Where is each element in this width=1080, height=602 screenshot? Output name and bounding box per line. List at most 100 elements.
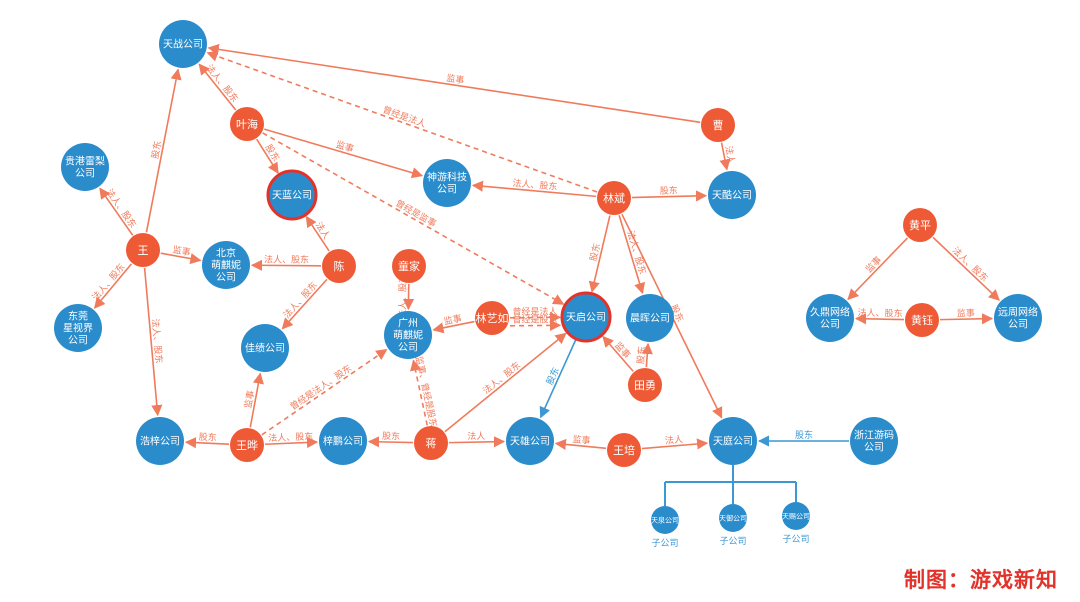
edge-line <box>145 68 182 233</box>
edge-line <box>249 372 264 428</box>
company-circle <box>159 20 207 68</box>
company-circle <box>708 171 756 219</box>
node-label: 晨晖公司 <box>630 313 670 325</box>
edge-label: 股东 <box>587 242 603 262</box>
edge-line <box>206 50 598 193</box>
node-label: 天蓝公司 <box>272 190 312 202</box>
node-label: 佳绩公司 <box>245 342 285 355</box>
edge-label: 法人、股东 <box>512 177 558 193</box>
person-node: 陈 <box>322 249 356 283</box>
node-label: 公司 <box>75 169 95 180</box>
edge-line <box>444 332 567 433</box>
company-circle <box>806 294 854 342</box>
edge-label: 法人、股东 <box>89 261 127 303</box>
edge-label: 法人、股东 <box>950 245 991 285</box>
person-node: 林艺如 <box>475 301 509 335</box>
subsidiary-bracket <box>664 465 797 506</box>
company-circle <box>241 324 289 372</box>
node-label: 天赐公司 <box>782 513 810 521</box>
person-node: 田勇 <box>628 368 662 402</box>
edge-line <box>184 437 230 449</box>
edge-label: 法人 <box>665 433 684 446</box>
edge-label: 监事 <box>242 389 257 409</box>
company-node: 天庭公司 <box>709 417 757 465</box>
edge-line <box>631 190 708 202</box>
edge-label: 股东 <box>795 429 813 441</box>
edge-line <box>432 320 475 334</box>
company-circle <box>782 502 810 530</box>
edge-label: 监事 <box>572 433 591 447</box>
person-circle <box>701 108 735 142</box>
edge-line <box>641 438 709 450</box>
person-circle <box>126 233 160 267</box>
company-circle <box>384 311 432 359</box>
edge-line <box>305 215 330 252</box>
edge-label: 监事 <box>446 72 466 87</box>
edge-label: 监事 <box>335 138 356 155</box>
edge-label: 股东 <box>263 142 283 164</box>
person-circle <box>597 181 631 215</box>
person-node: 王培 <box>607 433 641 467</box>
node-label: 远周网络 <box>998 306 1038 319</box>
edge-line <box>539 339 577 419</box>
edge-line <box>261 349 388 436</box>
edge-line <box>198 63 237 111</box>
subsidiary-tree <box>664 465 797 506</box>
edge-label: 法人、股东 <box>396 274 409 319</box>
node-label: 公司 <box>216 273 236 284</box>
company-circle <box>719 504 747 532</box>
node-label: 黄平 <box>909 218 931 232</box>
node-label: 林艺如 <box>476 311 509 325</box>
edge-label: 曾经是法人 <box>381 103 427 129</box>
edge-label: 法人、股东 <box>103 186 139 230</box>
edge-label: 监事 <box>612 339 633 360</box>
edge-line <box>264 436 319 449</box>
person-node: 叶海 <box>230 107 264 141</box>
person-circle <box>392 249 426 283</box>
person-node: 蒋 <box>414 426 448 460</box>
edge-line <box>281 278 328 330</box>
person-node: 黄平 <box>903 208 937 242</box>
node-label: 王晔 <box>236 439 258 452</box>
node-label: 天御公司 <box>719 514 747 523</box>
person-node: 王晔 <box>230 428 264 462</box>
edge-label: 法人、股东 <box>624 229 648 276</box>
node-label: 公司 <box>68 336 88 347</box>
company-circle <box>61 143 109 191</box>
node-label: 天战公司 <box>163 39 203 51</box>
edge-line <box>932 236 1000 301</box>
edge-line <box>367 436 414 448</box>
edge-line <box>262 132 565 305</box>
edge-label: 曾经是监事 <box>393 197 438 230</box>
edge-line <box>554 438 607 451</box>
person-node: 王 <box>126 233 160 267</box>
edge-line <box>719 142 731 171</box>
person-circle <box>903 208 937 242</box>
company-circle <box>626 294 674 342</box>
node-label: 陈 <box>334 259 345 273</box>
edge-label: 法人 <box>722 145 737 165</box>
edge-label: 股东 <box>198 431 217 444</box>
edge-label: 监事、曾经是股东 <box>413 355 440 428</box>
company-circle <box>319 417 367 465</box>
edge-line <box>255 138 279 174</box>
edge-line <box>410 359 429 426</box>
edge-label: 法人、股东 <box>264 253 309 265</box>
company-node: 梓鹏公司 <box>319 417 367 465</box>
credit-caption: 制图：游戏新知 <box>904 568 1058 592</box>
edge-label: 股东 <box>635 346 648 365</box>
company-node: 晨晖公司 <box>626 294 674 342</box>
edge-line <box>207 43 701 124</box>
edge-line <box>264 128 424 179</box>
company-circle <box>651 506 679 534</box>
node-label: 田勇 <box>634 379 656 392</box>
company-circle <box>266 169 318 221</box>
